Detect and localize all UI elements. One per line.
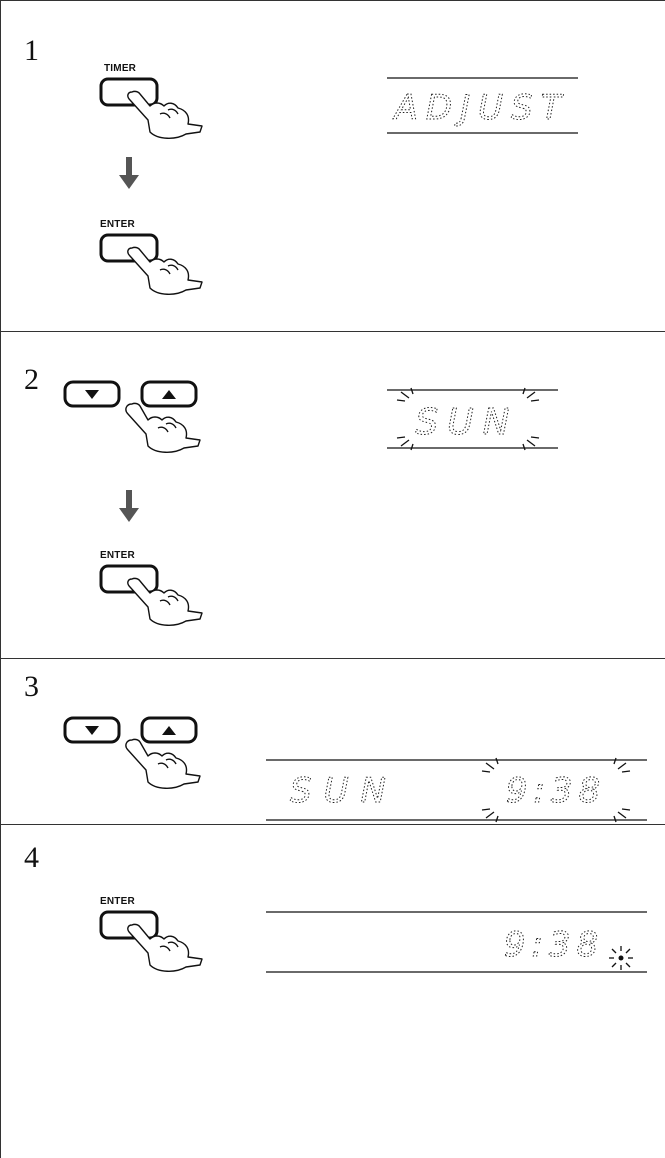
pointing-hand-icon	[126, 739, 200, 788]
pointing-hand-icon	[128, 924, 202, 971]
enter-button-label: ENTER	[100, 550, 135, 561]
display-time-text: 9:38	[504, 925, 604, 965]
down-arrow-icon	[119, 157, 139, 191]
step-number: 4	[24, 843, 39, 873]
pointing-hand-icon	[126, 403, 200, 452]
down-arrow-icon	[119, 490, 139, 524]
enter-button[interactable]	[101, 235, 157, 261]
enter-button-press[interactable]	[98, 909, 208, 975]
enter-button-label: ENTER	[100, 896, 135, 907]
step-number: 1	[24, 36, 39, 66]
blink-indicator-icon	[609, 946, 633, 970]
pointing-hand-icon	[128, 91, 202, 138]
step-number: 2	[24, 365, 39, 395]
display-panel: SUN 9:38	[264, 754, 649, 826]
display-panel: 9:38	[264, 906, 649, 978]
enter-button[interactable]	[101, 912, 157, 938]
step-number: 3	[24, 672, 39, 702]
enter-button[interactable]	[101, 566, 157, 592]
up-down-buttons-press[interactable]	[62, 712, 210, 794]
display-text: ADJUST	[393, 88, 570, 128]
enter-button-press[interactable]	[98, 232, 208, 298]
display-text: SUN	[415, 402, 518, 443]
enter-button-press[interactable]	[98, 563, 208, 629]
step-divider	[0, 658, 665, 659]
timer-button-press[interactable]	[98, 76, 208, 142]
display-panel: ADJUST	[385, 75, 580, 137]
pointing-hand-icon	[128, 247, 202, 294]
timer-button-label: TIMER	[104, 63, 136, 74]
enter-button-label: ENTER	[100, 219, 135, 230]
up-down-buttons-press[interactable]	[62, 376, 210, 458]
display-panel: SUN	[385, 384, 560, 454]
timer-button[interactable]	[101, 79, 157, 105]
display-day-text: SUN	[290, 771, 398, 811]
step-divider	[0, 331, 665, 332]
pointing-hand-icon	[128, 578, 202, 625]
display-time-text: 9:38	[506, 771, 606, 811]
